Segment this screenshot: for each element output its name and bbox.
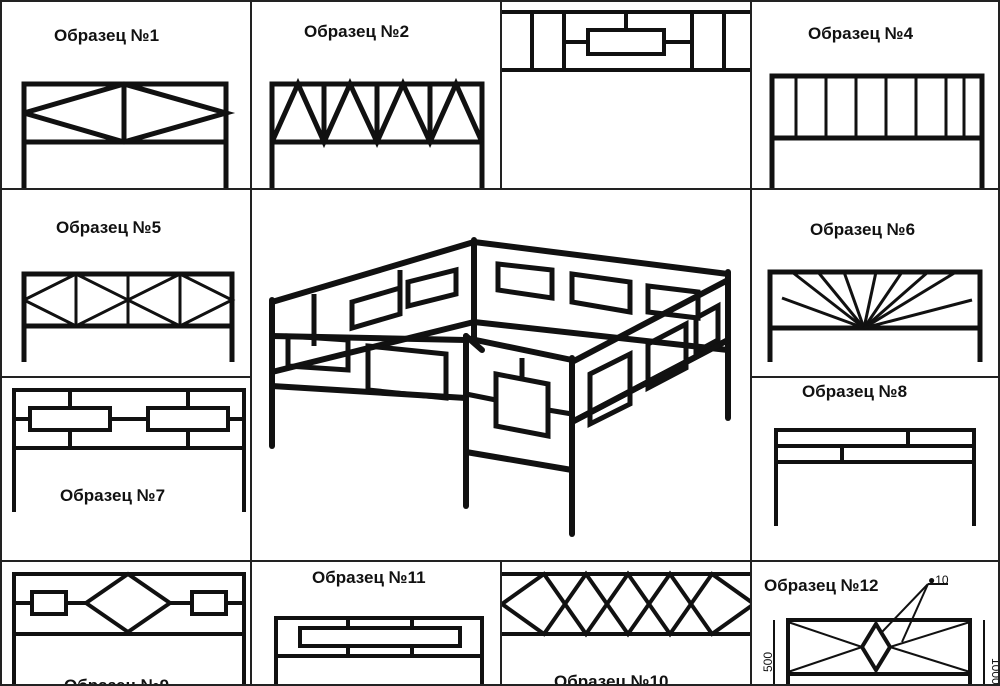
sample-cell-9: Образец №9: [0, 560, 252, 686]
sample-label-1: Образец №1: [54, 26, 160, 45]
fence-3d-drawing: [269, 237, 731, 537]
sample-cell-4: Образец №4: [750, 0, 1000, 190]
sample-label-5: Образец №5: [56, 218, 162, 237]
sample-label-11: Образец №11: [312, 568, 426, 587]
dimension-height-left: 500: [761, 652, 775, 672]
sample-label-8: Образец №8: [802, 382, 908, 401]
fence-pattern-6: [767, 269, 983, 362]
sample-cell-2: Образец №2: [250, 0, 502, 190]
sample-label-10: Образец №10: [554, 672, 669, 686]
sample-label-6: Образец №6: [810, 220, 916, 239]
sample-label-12: Образец №12: [764, 576, 879, 595]
sample-cell-11: Образец №11: [250, 560, 502, 686]
sample-cell-7: Образец №7: [0, 376, 252, 562]
sample-label-4: Образец №4: [808, 24, 914, 43]
sample-cell-1: Образец №1: [0, 0, 252, 190]
sample-cell-5: Образец №5: [0, 188, 252, 378]
sample-cell-12: Образец №12 ●10 500 1000: [750, 560, 1000, 686]
fence-pattern-1: [21, 81, 236, 188]
fence-3d-illustration: [250, 188, 752, 562]
fence-pattern-11: [274, 616, 484, 684]
sample-cell-10: Образец №10: [500, 560, 752, 686]
sample-cell-6: Образец №6: [750, 188, 1000, 378]
fence-pattern-4: [769, 73, 985, 188]
sample-cell-3: [500, 0, 752, 190]
fence-pattern-12: ●10 500 1000: [761, 573, 1000, 685]
fence-pattern-7: [12, 388, 246, 512]
dimension-height-right: 1000: [989, 658, 1000, 685]
sample-label-2: Образец №2: [304, 22, 410, 41]
fence-pattern-9: [12, 571, 246, 684]
fence-pattern-3: [502, 10, 750, 72]
fence-pattern-10: [502, 570, 750, 638]
sample-label-9: Образец №9: [64, 676, 170, 686]
fence-pattern-2: [269, 77, 485, 188]
sample-label-7: Образец №7: [60, 486, 166, 505]
fence-pattern-8: [774, 428, 976, 526]
sample-cell-8: Образец №8: [750, 376, 1000, 562]
fence-pattern-5: [21, 271, 236, 362]
